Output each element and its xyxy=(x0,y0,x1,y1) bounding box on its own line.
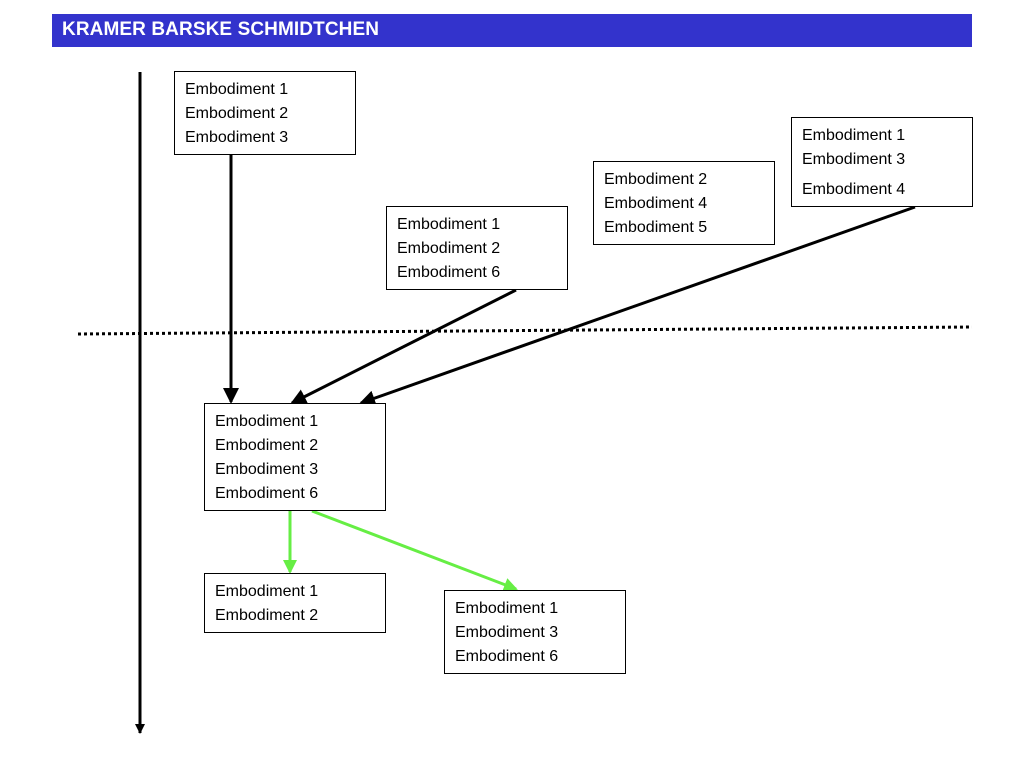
embodiment-box-top-right: Embodiment 1 Embodiment 3 Embodiment 4 xyxy=(791,117,973,207)
box-line: Embodiment 6 xyxy=(455,648,559,665)
box-line: Embodiment 4 xyxy=(802,181,906,198)
arrow-top-right-to-merged xyxy=(359,205,916,406)
arrow-merged-to-bottom-right xyxy=(311,509,518,592)
box-line: Embodiment 5 xyxy=(604,219,708,236)
box-line: Embodiment 2 xyxy=(215,437,319,454)
box-line: Embodiment 2 xyxy=(397,240,501,257)
embodiment-box-bottom-left: Embodiment 1 Embodiment 2 xyxy=(204,573,386,633)
box-line: Embodiment 1 xyxy=(455,600,559,617)
box-line: Embodiment 1 xyxy=(397,216,501,233)
header-bar: KRAMER BARSKE SCHMIDTCHEN xyxy=(52,14,972,47)
box-line: Embodiment 1 xyxy=(215,583,319,600)
box-line: Embodiment 2 xyxy=(215,607,319,624)
box-line: Embodiment 2 xyxy=(185,105,289,122)
embodiment-box-middle: Embodiment 1 Embodiment 2 Embodiment 6 xyxy=(386,206,568,290)
arrow-middle-to-merged xyxy=(290,288,517,405)
box-line: Embodiment 6 xyxy=(215,485,319,502)
box-line: Embodiment 3 xyxy=(185,129,289,146)
box-line: Embodiment 1 xyxy=(185,81,289,98)
header-title: KRAMER BARSKE SCHMIDTCHEN xyxy=(62,19,380,40)
box-line: Embodiment 3 xyxy=(802,151,906,168)
box-line: Embodiment 1 xyxy=(802,127,906,144)
box-line: Embodiment 6 xyxy=(397,264,501,281)
embodiment-box-bottom-right: Embodiment 1 Embodiment 3 Embodiment 6 xyxy=(444,590,626,674)
dotted-divider xyxy=(77,325,973,336)
box-line: Embodiment 1 xyxy=(215,413,319,430)
embodiment-box-merged: Embodiment 1 Embodiment 2 Embodiment 3 E… xyxy=(204,403,386,511)
embodiment-box-middle-right: Embodiment 2 Embodiment 4 Embodiment 5 xyxy=(593,161,775,245)
box-line: Embodiment 2 xyxy=(604,171,708,188)
box-line: Embodiment 4 xyxy=(604,195,708,212)
box-line: Embodiment 3 xyxy=(455,624,559,641)
box-line: Embodiment 3 xyxy=(215,461,319,478)
embodiment-box-top-left: Embodiment 1 Embodiment 2 Embodiment 3 xyxy=(174,71,356,155)
